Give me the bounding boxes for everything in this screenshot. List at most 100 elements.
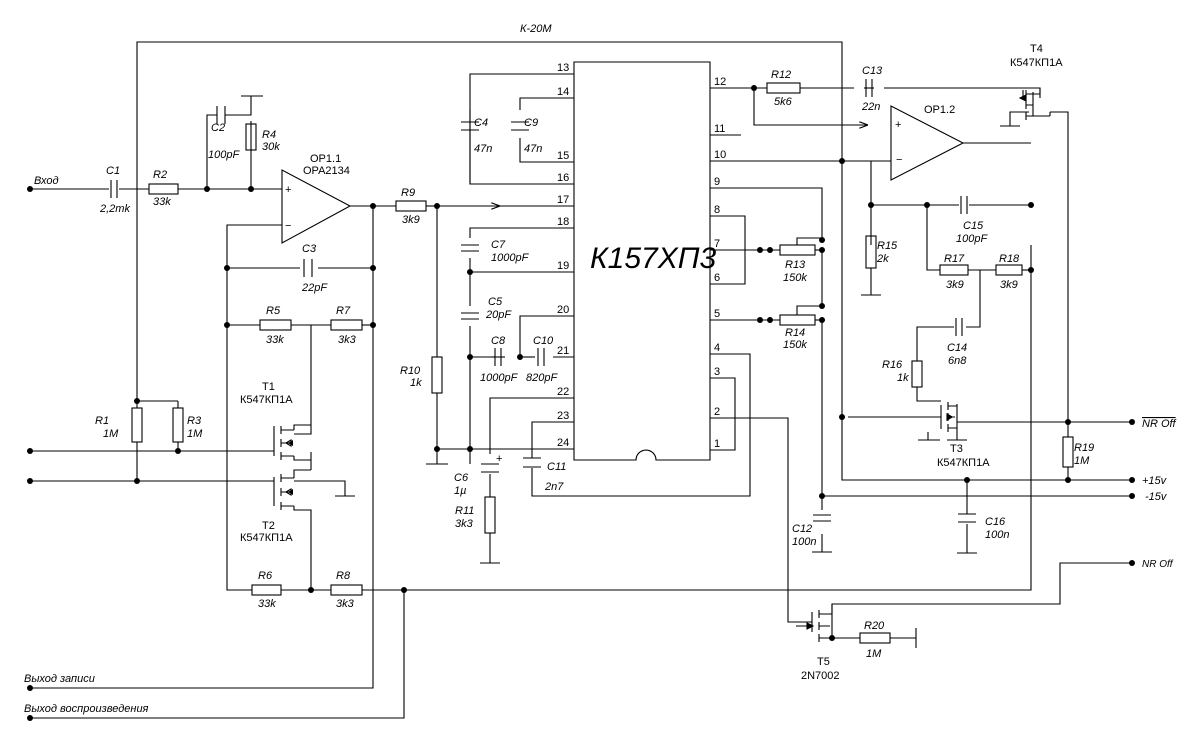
op1-1-type: OPA2134 <box>303 165 350 177</box>
op1-2-minus: − <box>896 154 902 166</box>
t1-type: К547КП1А <box>240 394 293 406</box>
c6-plus: + <box>496 453 502 465</box>
wires <box>30 41 1132 719</box>
ic-pin-9: 9 <box>714 176 720 188</box>
ic-pin-4: 4 <box>714 342 720 354</box>
r18-name: R18 <box>999 253 1020 265</box>
r14-name: R14 <box>785 327 805 339</box>
r13-name: R13 <box>785 259 806 271</box>
c15-name: C15 <box>963 220 984 232</box>
r12-name: R12 <box>771 69 791 81</box>
nr-off-bar-label: NR Off <box>1142 418 1177 430</box>
ic-label: К157ХП3 <box>590 242 716 275</box>
c11-value: 2n7 <box>544 481 564 493</box>
t3-type: К547КП1А <box>937 457 990 469</box>
ic-pin-13: 13 <box>557 62 569 74</box>
op1-1-minus: − <box>285 220 291 232</box>
ic-pin-10: 10 <box>714 149 726 161</box>
r2-value: 33k <box>153 196 171 208</box>
minus15-label: -15v <box>1145 491 1168 503</box>
ic-pin-7: 7 <box>714 238 720 250</box>
c14-name: C14 <box>947 342 967 354</box>
r5-name: R5 <box>266 305 281 317</box>
ic-pin-2: 2 <box>714 406 720 418</box>
r19-value: 1M <box>1074 455 1090 467</box>
r16-value: 1k <box>897 372 909 384</box>
t2-type: К547КП1А <box>240 532 293 544</box>
t5-type: 2N7002 <box>801 670 840 682</box>
r6-name: R6 <box>258 570 273 582</box>
r12-value: 5k6 <box>774 96 793 108</box>
ic-pin-3: 3 <box>714 366 720 378</box>
ic-pin-19: 19 <box>557 260 569 272</box>
r17-value: 3k9 <box>946 279 964 291</box>
r10-name: R10 <box>400 365 421 377</box>
r10-value: 1k <box>410 377 422 389</box>
r15-value: 2k <box>876 253 889 265</box>
c4-name: C4 <box>474 117 488 129</box>
c14-value: 6n8 <box>948 355 967 367</box>
ic-pin-24: 24 <box>557 437 569 449</box>
c3-name: C3 <box>302 243 317 255</box>
record-out-label: Выход записи <box>24 673 95 685</box>
c1-value: 2,2mk <box>99 203 130 215</box>
r7-name: R7 <box>336 305 351 317</box>
c13-value: 22n <box>861 101 880 113</box>
r8-name: R8 <box>336 570 351 582</box>
t4-type: К547КП1А <box>1010 57 1063 69</box>
r11-value: 3k3 <box>455 518 474 530</box>
ic-pin-23: 23 <box>557 410 569 422</box>
c12-name: C12 <box>792 523 812 535</box>
t1-name: T1 <box>262 381 275 393</box>
r20-value: 1M <box>866 648 882 660</box>
r8-value: 3k3 <box>336 598 355 610</box>
ic-pin-21: 21 <box>557 345 569 357</box>
transistor-arrows <box>288 95 1026 629</box>
c3-value: 22pF <box>301 282 328 294</box>
c8-name: C8 <box>491 335 506 347</box>
op1-2-plus: + <box>895 119 901 131</box>
c9-name: C9 <box>524 117 538 129</box>
t4-name: T4 <box>1030 43 1043 55</box>
r16-name: R16 <box>882 359 903 371</box>
c8-value: 1000pF <box>480 372 519 384</box>
c6-name: C6 <box>454 472 469 484</box>
c16-value: 100n <box>985 529 1009 541</box>
ic-pin-11: 11 <box>714 123 725 135</box>
r4-value: 30k <box>262 141 280 153</box>
playback-out-label: Выход воспроизведения <box>24 703 149 715</box>
junction-dots <box>27 85 1135 721</box>
r9-value: 3k9 <box>402 214 420 226</box>
r15-name: R15 <box>877 240 898 252</box>
r3-value: 1M <box>187 428 203 440</box>
ic-pin-22: 22 <box>557 386 569 398</box>
ic-pin-20: 20 <box>557 304 569 316</box>
component-labels: C1 2,2mk R2 33k C2 100pF R4 30k C3 22pF … <box>95 65 1094 660</box>
r6-value: 33k <box>258 598 276 610</box>
plus15-label: +15v <box>1142 475 1168 487</box>
c1-name: C1 <box>106 165 120 177</box>
r18-value: 3k9 <box>1000 279 1018 291</box>
r11-name: R11 <box>455 505 474 517</box>
r19-name: R19 <box>1074 442 1094 454</box>
c4-value: 47n <box>474 143 492 155</box>
ic-pin-15: 15 <box>557 150 569 162</box>
c6-value: 1µ <box>454 485 466 497</box>
component-bodies <box>110 61 1074 644</box>
r1-value: 1M <box>103 428 119 440</box>
ic-pin-17: 17 <box>557 194 569 206</box>
ic-pin-14: 14 <box>557 86 569 98</box>
input-label: Вход <box>34 175 59 187</box>
c5-value: 20pF <box>485 309 512 321</box>
ic-pin-8: 8 <box>714 204 720 216</box>
nr-off-label: NR Off <box>1142 559 1174 570</box>
r1-name: R1 <box>95 415 109 427</box>
c13-name: C13 <box>862 65 883 77</box>
r2-name: R2 <box>153 169 167 181</box>
t3-name: T3 <box>950 443 963 455</box>
r3-name: R3 <box>187 415 202 427</box>
feedback-label: К-20М <box>520 23 552 35</box>
c16-name: C16 <box>985 516 1006 528</box>
ic-pin-6: 6 <box>714 272 720 284</box>
